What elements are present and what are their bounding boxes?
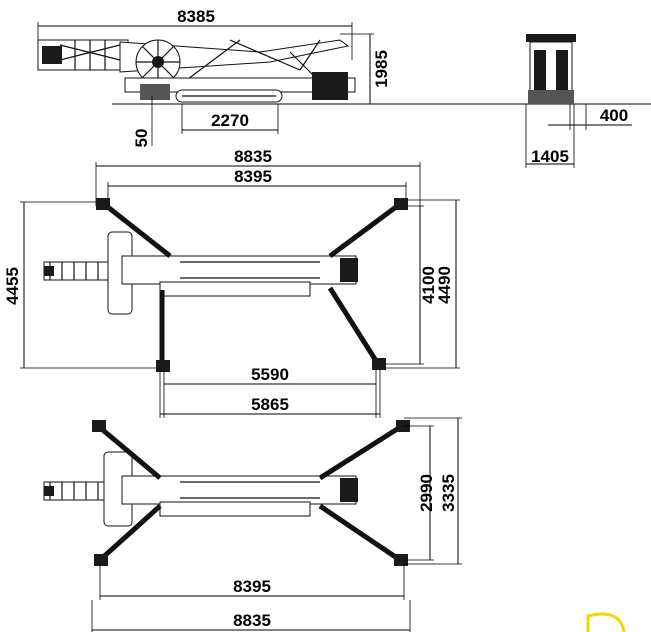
outrigger-rear-right (327, 286, 381, 366)
outrigger-front-left (102, 202, 172, 258)
dim-overall-length: 8385 (177, 7, 215, 26)
pad (394, 554, 408, 566)
front-detail-right (556, 50, 568, 90)
front-tracks (528, 90, 574, 104)
dim-track-width: 1405 (531, 147, 569, 166)
pad (96, 198, 110, 210)
outrigger-rear-right (318, 503, 402, 563)
tracks-top (159, 281, 311, 297)
turret-top (340, 258, 358, 282)
hook-top (44, 486, 54, 496)
lattice (59, 40, 121, 70)
outrigger-rear-left (318, 423, 404, 481)
body-detail (180, 261, 320, 279)
tracks-top (159, 501, 311, 517)
crane-front-silhouette (526, 34, 576, 104)
logo-mark (586, 612, 626, 632)
dim-outer-length: 8835 (234, 147, 272, 166)
dim-front-spread-outer: 5865 (251, 395, 289, 414)
dim-front-spread-inner: 5590 (251, 365, 289, 384)
dim-ground-clearance: 50 (132, 129, 151, 148)
hook-top (44, 266, 54, 276)
outrigger-arms (179, 39, 331, 93)
dim-width-offset: 400 (600, 106, 628, 125)
crane-top-silhouette-extended (43, 198, 408, 372)
dim-inner-width-narrow: 2990 (417, 474, 436, 512)
dim-outer-length-narrow: 8835 (233, 611, 271, 630)
pad (92, 420, 106, 432)
hook-block (42, 46, 62, 64)
pad (94, 554, 108, 566)
dim-total-width: 4455 (3, 267, 22, 305)
crane-side-silhouette (37, 39, 356, 103)
dim-inner-length: 8395 (234, 167, 272, 186)
front-detail-left (534, 50, 546, 90)
dim-height: 1985 (372, 50, 391, 88)
dim-inner-length-narrow: 8395 (233, 577, 271, 596)
winch-spokes (136, 40, 180, 84)
turret-top (340, 478, 358, 502)
main-body-top (121, 255, 357, 285)
outrigger-rear-left (328, 201, 402, 259)
body-detail (180, 481, 320, 499)
front-view: 400 1405 (525, 34, 632, 168)
top-view-narrow: 2990 3335 8395 8835 (43, 417, 462, 632)
pad (156, 360, 170, 372)
pad (396, 420, 410, 432)
pad (394, 198, 408, 210)
dim-outer-width: 4490 (435, 266, 454, 304)
crane-top-silhouette-narrow (43, 420, 410, 566)
engine (312, 72, 348, 100)
top-view-extended: 8835 8395 4455 4100 4490 (3, 147, 460, 418)
pad (372, 358, 386, 370)
dim-track-length: 2270 (211, 111, 249, 130)
side-view: 8385 1985 (37, 7, 651, 148)
outrigger-front-left (96, 424, 162, 480)
control-box (140, 84, 170, 100)
dim-inner-width: 4100 (419, 266, 438, 304)
outrigger-front-right (98, 504, 162, 562)
front-top (526, 34, 576, 42)
dim-outer-width-narrow: 3335 (439, 474, 458, 512)
main-body-top (121, 475, 357, 505)
